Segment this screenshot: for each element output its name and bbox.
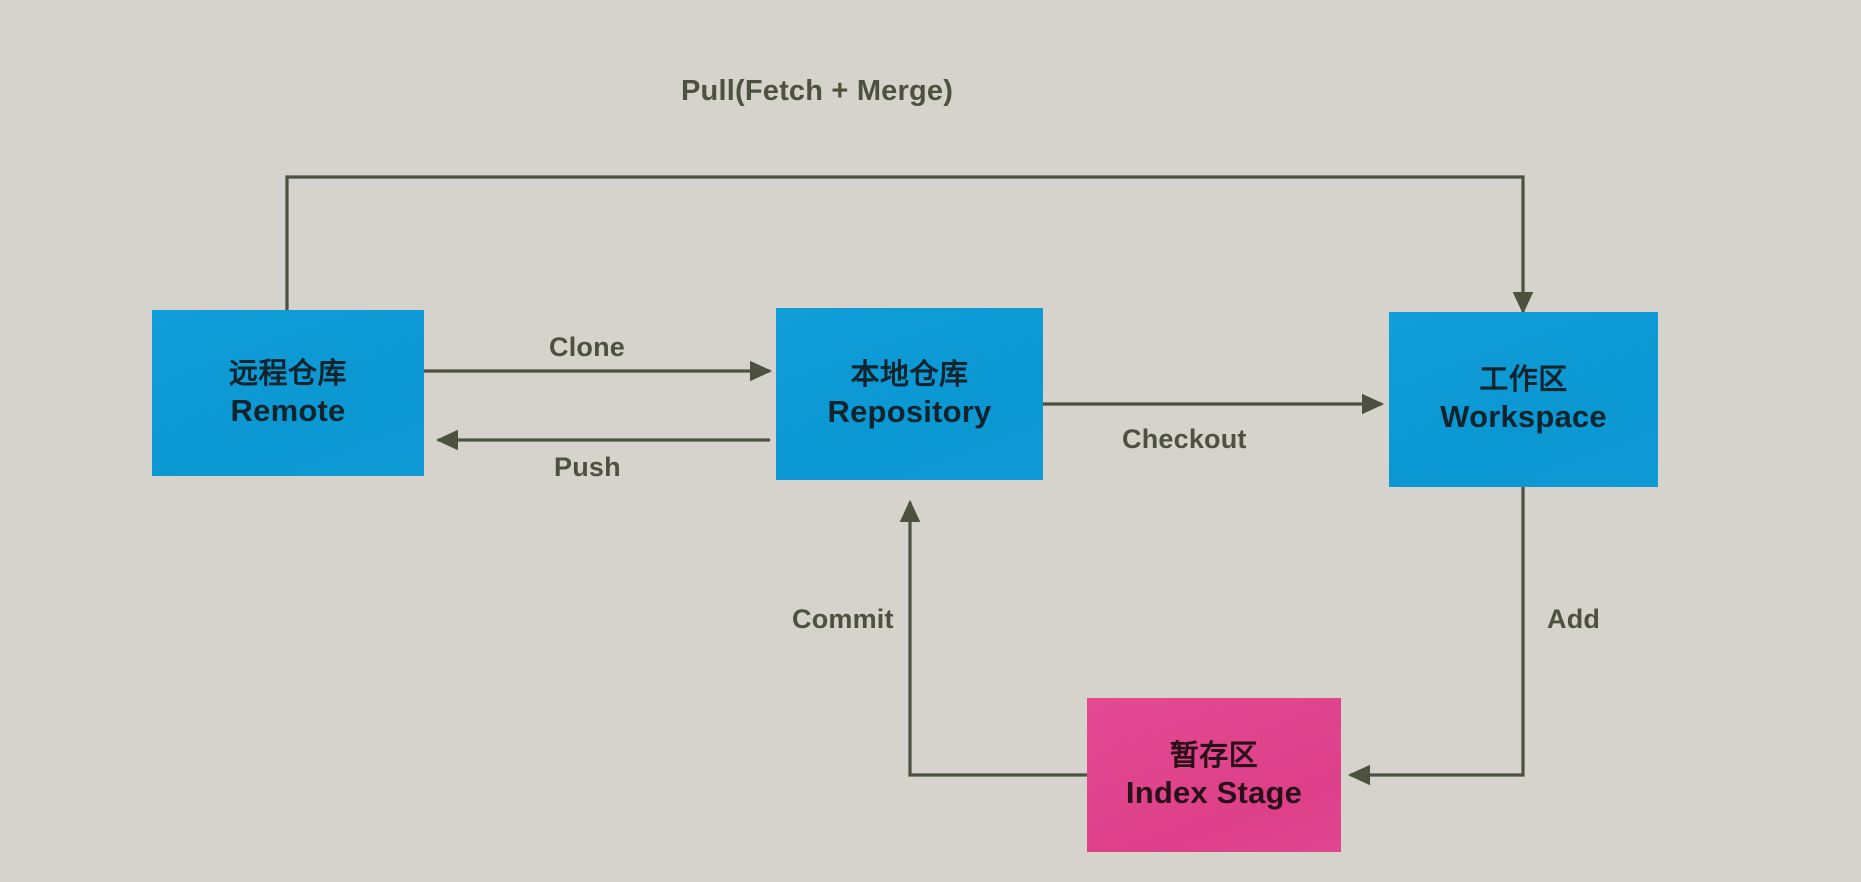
node-repository-label-zh: 本地仓库 <box>850 358 969 391</box>
edge-pull <box>285 175 1534 315</box>
node-workspace-label-zh: 工作区 <box>1479 364 1568 397</box>
node-index-stage-label-en: Index Stage <box>1125 774 1303 810</box>
node-index-stage[interactable]: 暂存区 Index Stage <box>1087 698 1341 852</box>
node-repository[interactable]: 本地仓库 Repository <box>776 308 1043 480</box>
node-remote-label-en: Remote <box>230 392 346 428</box>
edge-commit <box>899 499 1088 777</box>
node-remote-label-zh: 远程仓库 <box>228 357 347 390</box>
node-remote[interactable]: 远程仓库 Remote <box>152 310 424 476</box>
node-repository-label-en: Repository <box>827 393 992 429</box>
edge-label-push: Push <box>554 452 621 482</box>
node-index-stage-label-zh: 暂存区 <box>1169 739 1259 772</box>
edge-label-add: Add <box>1547 604 1601 634</box>
node-workspace-label-en: Workspace <box>1440 399 1607 435</box>
edge-label-pull: Pull(Fetch + Merge) <box>681 75 954 107</box>
node-workspace[interactable]: 工作区 Workspace <box>1389 312 1658 487</box>
edge-label-commit: Commit <box>792 604 894 634</box>
edge-add <box>1347 487 1525 786</box>
edge-label-clone: Clone <box>549 332 626 362</box>
edge-label-checkout: Checkout <box>1122 424 1247 454</box>
